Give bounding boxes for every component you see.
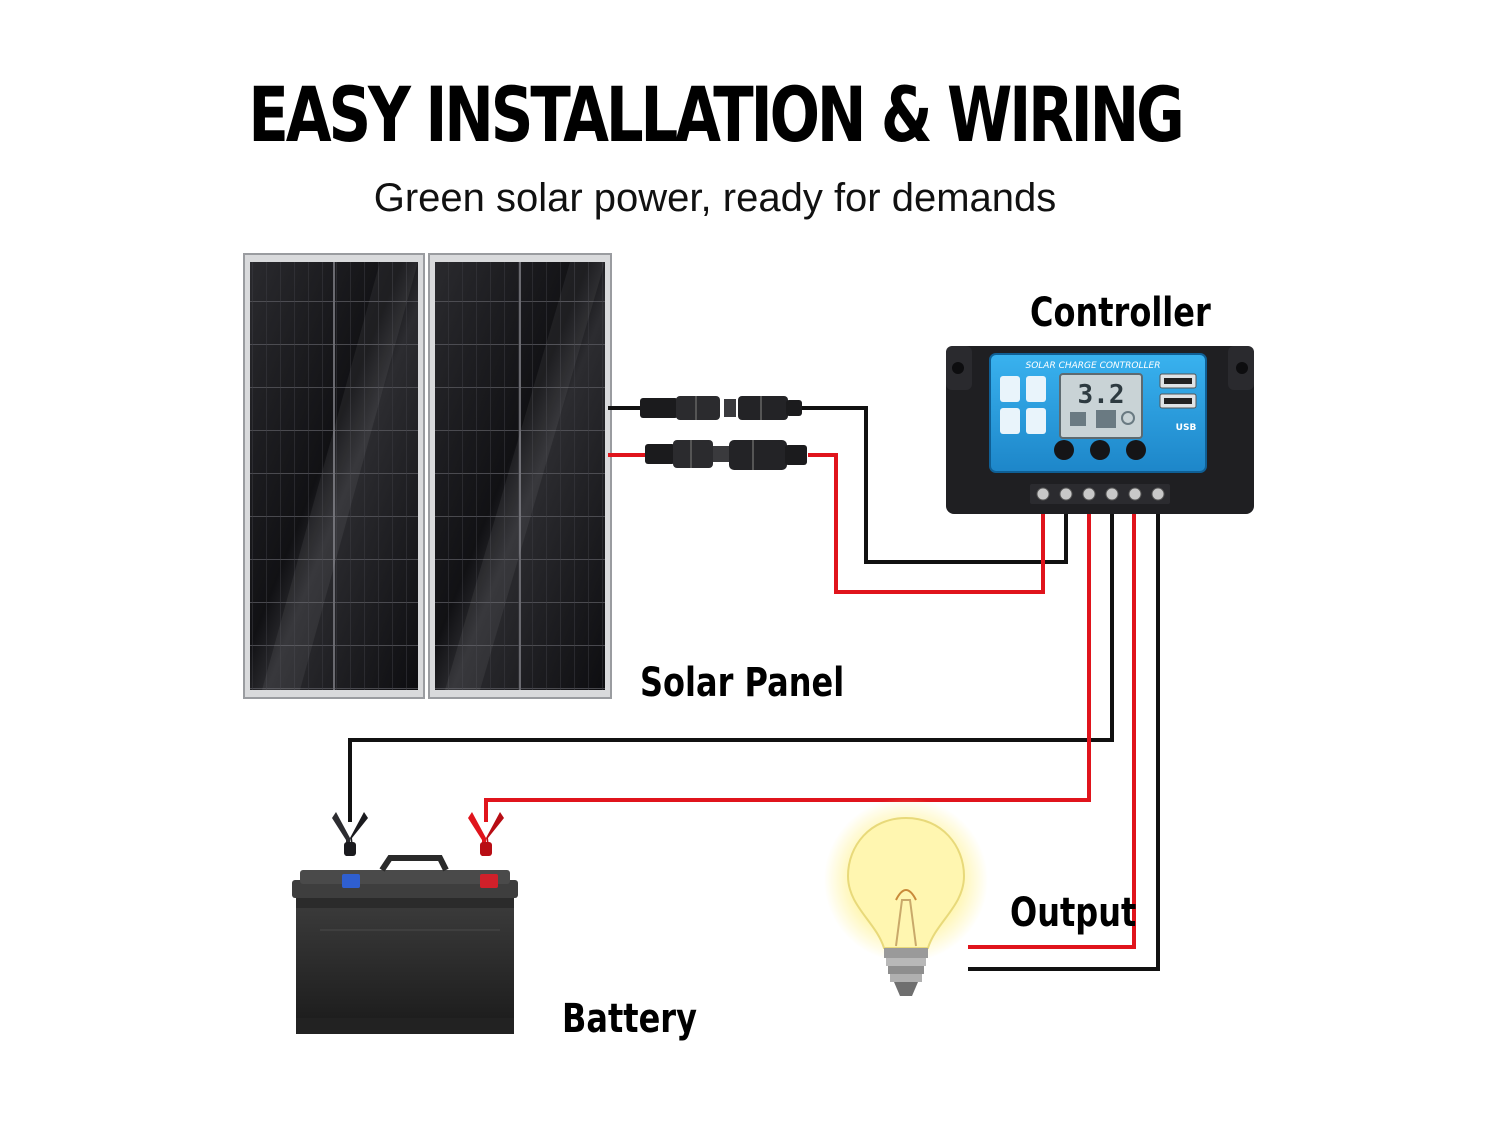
load-negative-wire bbox=[968, 500, 1160, 971]
controller-brand-text: SOLAR CHARGE CONTROLLER bbox=[1026, 361, 1161, 371]
mc4-connector-icon bbox=[640, 396, 802, 420]
solar-panel-label: Solar Panel bbox=[640, 660, 845, 706]
alligator-clip-icon bbox=[468, 812, 504, 856]
alligator-clip-icon bbox=[332, 812, 368, 856]
battery-label: Battery bbox=[562, 996, 697, 1042]
panel-positive-wire bbox=[608, 453, 1045, 594]
controller-usb-label: USB bbox=[1176, 423, 1197, 433]
light-bulb-icon bbox=[824, 798, 988, 996]
page-subtitle: Green solar power, ready for demands bbox=[373, 176, 1057, 220]
mc4-connector-icon bbox=[645, 440, 807, 470]
charge-controller-icon bbox=[946, 346, 1254, 514]
battery-positive-wire bbox=[484, 500, 1091, 822]
page-title: EASY INSTALLATION & WIRING bbox=[248, 70, 1184, 159]
controller-label: Controller bbox=[1030, 290, 1211, 336]
panel-negative-wire bbox=[608, 406, 1068, 564]
battery-icon bbox=[292, 855, 518, 1034]
battery-negative-wire bbox=[348, 500, 1114, 822]
load-positive-wire bbox=[968, 500, 1136, 949]
solar-panel-icon bbox=[243, 253, 612, 699]
controller-lcd-value: 3.2 bbox=[1078, 380, 1125, 410]
output-label: Output bbox=[1010, 890, 1137, 936]
